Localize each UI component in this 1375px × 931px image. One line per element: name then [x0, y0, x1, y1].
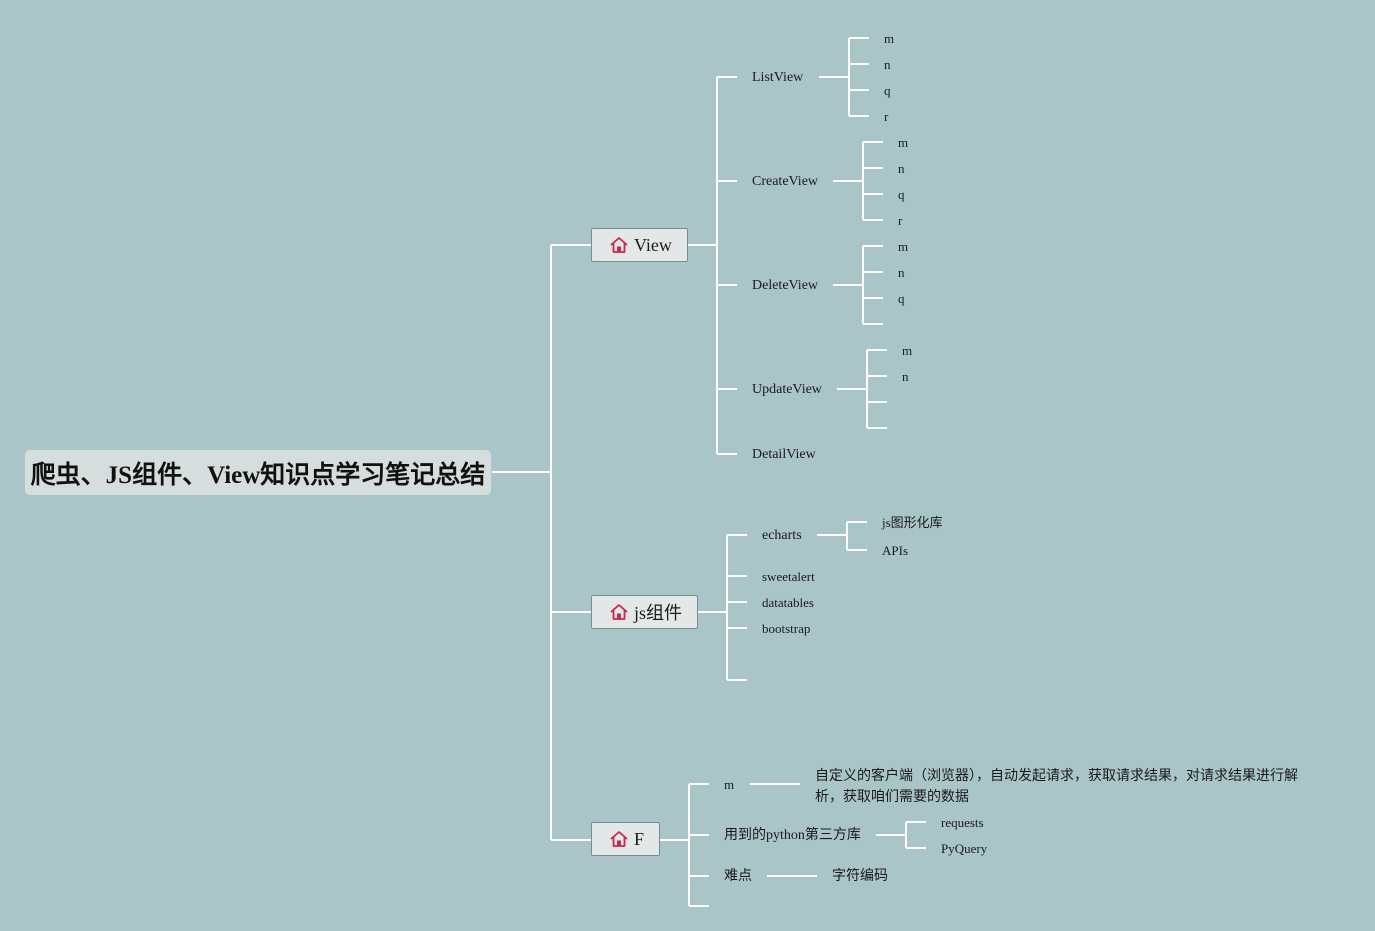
node-detailview[interactable]: DetailView	[752, 447, 816, 462]
node-python-libs[interactable]: 用到的python第三方库	[724, 828, 861, 843]
leaf-updateview-m[interactable]: m	[902, 343, 913, 358]
leaf-listview-m[interactable]: m	[884, 31, 895, 46]
leaf-deleteview-m[interactable]: m	[898, 239, 909, 254]
leaf-createview-n[interactable]: n	[898, 161, 905, 176]
leaf-pyquery[interactable]: PyQuery	[941, 841, 988, 856]
root-node[interactable]: 爬虫、JS组件、View知识点学习笔记总结	[25, 450, 491, 495]
node-deleteview[interactable]: DeleteView	[752, 278, 819, 293]
branch-view-label: View	[634, 234, 672, 255]
leaf-listview-n[interactable]: n	[884, 57, 891, 72]
node-crawler-description[interactable]: 自定义的客户端（浏览器），自动发起请求，获取请求结果，对请求结果进行解析，获取咱…	[815, 769, 1298, 805]
leaf-echarts-apis[interactable]: APIs	[882, 543, 909, 558]
home-icon	[610, 831, 628, 847]
node-sweetalert[interactable]: sweetalert	[762, 569, 815, 584]
leaf-char-encoding[interactable]: 字符编码	[832, 869, 888, 884]
leaf-echarts-graphics[interactable]: js图形化库	[882, 515, 943, 530]
node-listview[interactable]: ListView	[752, 70, 804, 85]
leaf-updateview-n[interactable]: n	[902, 369, 909, 384]
leaf-listview-q[interactable]: q	[884, 83, 891, 98]
branch-js-label: js组件	[634, 603, 683, 623]
branch-view[interactable]: View	[591, 228, 688, 262]
branch-f[interactable]: F	[591, 822, 660, 856]
leaf-createview-r[interactable]: r	[898, 213, 903, 228]
home-icon	[610, 237, 628, 253]
leaf-createview-q[interactable]: q	[898, 187, 905, 202]
leaf-listview-r[interactable]: r	[884, 109, 889, 124]
leaf-deleteview-q[interactable]: q	[898, 291, 905, 306]
node-createview[interactable]: CreateView	[752, 174, 819, 189]
node-updateview[interactable]: UpdateView	[752, 382, 822, 397]
node-f-m[interactable]: m	[724, 777, 735, 792]
root-title: 爬虫、JS组件、View知识点学习笔记总结	[30, 461, 486, 489]
branch-js-components[interactable]: js组件	[591, 595, 698, 629]
node-datatables[interactable]: datatables	[762, 595, 814, 610]
node-echarts[interactable]: echarts	[762, 528, 802, 543]
leaf-deleteview-n[interactable]: n	[898, 265, 905, 280]
home-icon	[610, 604, 628, 620]
node-bootstrap[interactable]: bootstrap	[762, 621, 811, 636]
branch-f-label: F	[634, 828, 645, 849]
node-difficulty[interactable]: 难点	[724, 869, 752, 884]
leaf-requests[interactable]: requests	[941, 815, 984, 830]
leaf-createview-m[interactable]: m	[898, 135, 909, 150]
